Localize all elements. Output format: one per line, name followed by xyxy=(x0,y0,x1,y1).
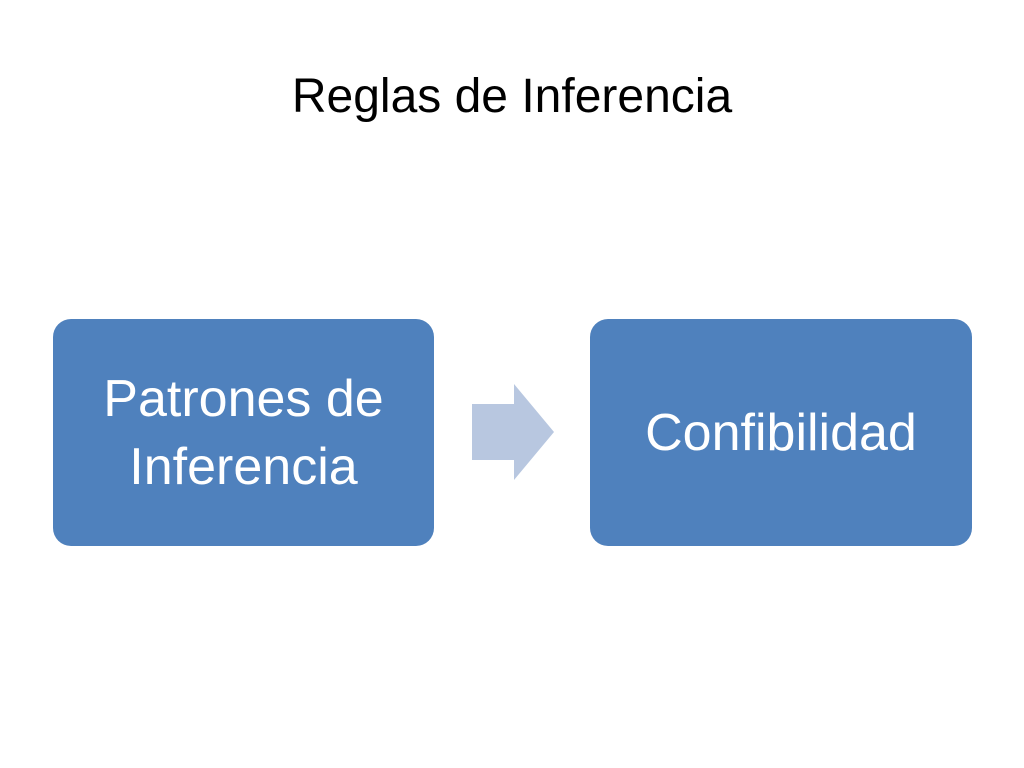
diagram-node-patrones: Patrones de Inferencia xyxy=(53,319,434,546)
right-arrow-shape xyxy=(472,384,554,480)
diagram-node-confibilidad: Confibilidad xyxy=(590,319,972,546)
diagram-node-label: Patrones de Inferencia xyxy=(103,369,384,496)
slide-title: Reglas de Inferencia xyxy=(291,70,733,123)
diagram-node-label: Confibilidad xyxy=(645,403,917,462)
right-arrow-icon xyxy=(472,384,554,480)
